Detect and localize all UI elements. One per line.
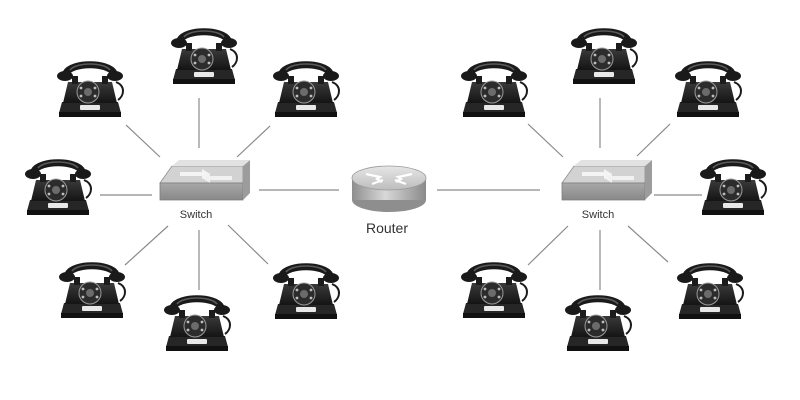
switch-right: Switch (561, 160, 652, 221)
router: Router (351, 165, 427, 236)
rotary-telephone-icon (57, 64, 123, 117)
router-icon (351, 165, 427, 212)
router-label: Router (366, 220, 408, 236)
link-left-phone-lower-right (227, 224, 269, 265)
link-left-phone-upper-right (236, 125, 271, 158)
network-switch-icon (561, 160, 652, 201)
rotary-telephone-icon (675, 64, 741, 117)
link-right-phone-upper-right (636, 123, 671, 157)
link-right-phone-lower-right (627, 225, 669, 263)
link-right-phone-lower-left (527, 225, 569, 266)
link-left-phone-lower-left (124, 225, 169, 266)
rotary-telephone-icon (164, 298, 230, 351)
rotary-telephone-icon (700, 162, 766, 215)
rotary-telephone-icon (273, 266, 339, 319)
rotary-telephone-icon (273, 64, 339, 117)
link-left-phone-upper-left (125, 124, 161, 158)
switch-right-label: Switch (582, 209, 614, 221)
rotary-telephone-icon (571, 31, 637, 84)
rotary-telephone-icon (461, 265, 527, 318)
rotary-telephone-icon (461, 64, 527, 117)
rotary-telephone-icon (677, 266, 743, 319)
switch-left: Switch (159, 160, 250, 221)
rotary-telephone-icon (59, 265, 125, 318)
switch-left-label: Switch (180, 209, 212, 221)
connection-lines (100, 98, 702, 290)
network-switch-icon (159, 160, 250, 201)
rotary-telephone-icon (171, 31, 237, 84)
link-right-phone-upper-left (527, 123, 564, 158)
rotary-telephone-icon (565, 298, 631, 351)
rotary-telephone-icon (25, 162, 91, 215)
